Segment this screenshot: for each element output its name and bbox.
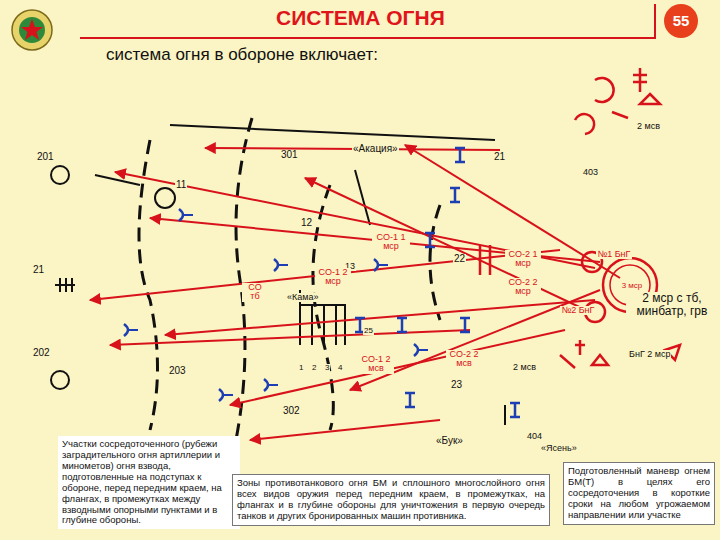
map-label: 404	[526, 432, 543, 441]
map-label: 3	[324, 364, 330, 372]
map-label: 4	[337, 364, 343, 372]
map-label: «Ясень»	[540, 444, 578, 453]
note-text: Подготовленный маневр огнем БМ(Т) в целя…	[568, 466, 710, 521]
note-text: Зоны противотанкового огня БМ и сплошног…	[237, 478, 545, 522]
map-label: 201	[36, 152, 55, 163]
map-label: СО-2 1 мср	[505, 250, 541, 269]
front-lines	[139, 118, 440, 445]
map-label: 3 мср	[618, 282, 646, 290]
map-label: 302	[282, 406, 301, 417]
sector-lines	[51, 125, 505, 425]
page-number: 55	[673, 12, 690, 29]
map-label: 2 мсв	[636, 122, 661, 131]
map-label: «Бук»	[435, 436, 464, 447]
map-label: 2 мсв	[512, 363, 537, 372]
map-label: 21	[32, 265, 45, 276]
map-label: СО-2 2 мср	[505, 278, 541, 297]
map-label: БнГ 2 мср	[628, 350, 671, 359]
top-right-symbols	[575, 68, 660, 365]
map-label: СО-1 2 мсв	[358, 355, 394, 374]
map-label: система огня в обороне включает:	[105, 46, 379, 64]
map-label: 11	[175, 180, 187, 191]
header-rule	[80, 4, 655, 38]
note-text: Участки сосредоточенного (рубежи загради…	[62, 439, 236, 526]
map-label: 21	[493, 152, 506, 163]
map-label: «Акация»	[352, 144, 399, 155]
note-box: Подготовленный маневр огнем БМ(Т) в целя…	[563, 462, 715, 525]
map-label: 403	[582, 168, 599, 177]
map-label: 301	[280, 150, 299, 161]
map-label: СО-1 1 мср	[372, 233, 410, 252]
page-title: СИСТЕМА ОГНЯ	[276, 6, 445, 30]
map-label: СО-2 2 мсв	[446, 350, 482, 369]
emblem	[12, 10, 52, 50]
map-label: 22	[453, 254, 466, 265]
note-box: Зоны противотанкового огня БМ и сплошног…	[232, 474, 550, 526]
map-label: №2 БнГ	[560, 306, 596, 315]
map-label: 203	[168, 366, 187, 377]
map-label: 25	[363, 327, 374, 335]
map-label: 12	[300, 218, 313, 229]
map-label: 202	[32, 348, 51, 359]
map-label: 2	[311, 364, 317, 372]
weapon-symbols	[124, 148, 520, 417]
map-label: «Кама»	[286, 293, 319, 302]
map-label: СО-1 2 мср	[315, 268, 351, 287]
map-label: №1 БнГ	[596, 250, 632, 259]
map-label: СО тб	[242, 283, 268, 302]
fire-lines	[90, 145, 620, 440]
map-label: 2 мср с тб, минбатр, грв	[626, 292, 718, 317]
map-label: 1	[298, 364, 304, 372]
note-box: Участки сосредоточенного (рубежи загради…	[58, 436, 240, 529]
page-number-badge: 55	[664, 4, 698, 38]
map-label: 23	[450, 380, 463, 391]
